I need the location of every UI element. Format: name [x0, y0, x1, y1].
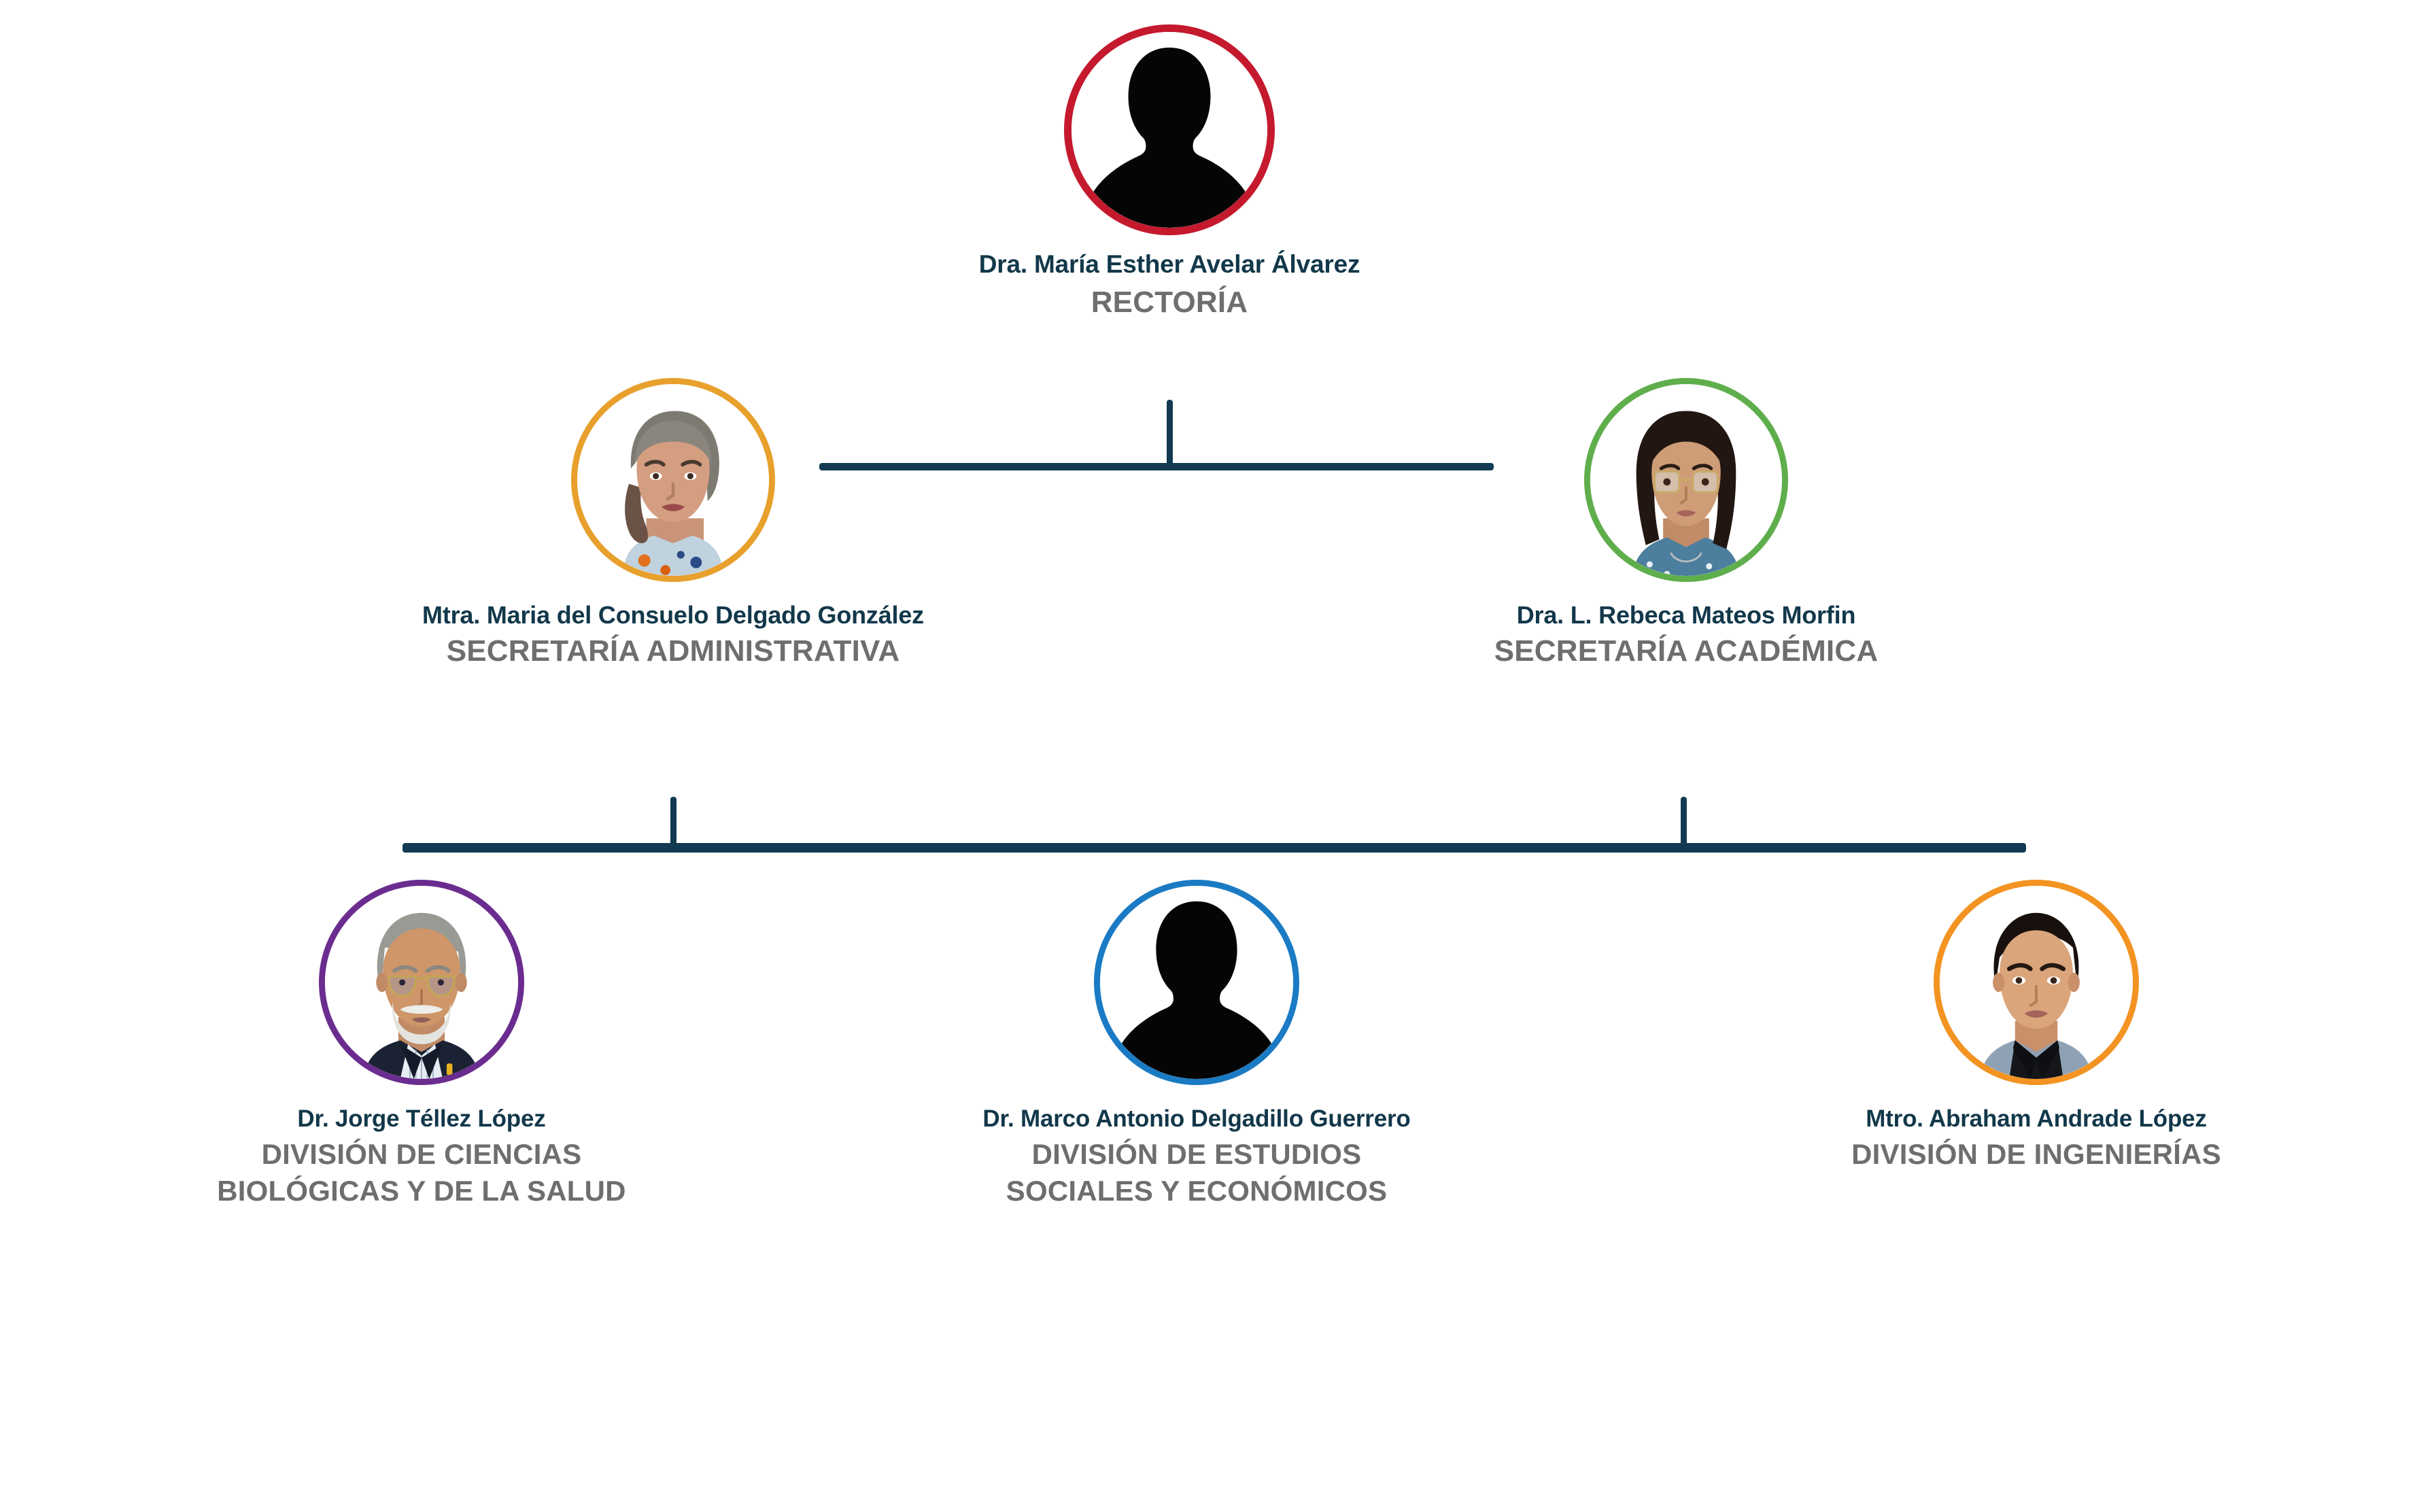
portrait-photo-consuelo-delgado: [577, 384, 769, 576]
avatar[interactable]: [1934, 880, 2139, 1085]
portrait-photo-jorge-tellez: [325, 886, 518, 1079]
person-name: Mtro. Abraham Andrade López: [1866, 1105, 2207, 1132]
avatar[interactable]: [1584, 378, 1788, 582]
avatar[interactable]: [1094, 880, 1299, 1085]
person-name: Dr. Marco Antonio Delgadillo Guerrero: [982, 1105, 1411, 1132]
avatar[interactable]: [571, 378, 775, 582]
connector-academica-riser: [1681, 797, 1687, 850]
person-role-line2: SOCIALES Y ECONÓMICOS: [1006, 1174, 1388, 1207]
silhouette-avatar-icon: [1100, 886, 1293, 1079]
org-node-division-estudios-sociales-economicos[interactable]: Dr. Marco Antonio Delgadillo Guerrero DI…: [789, 880, 1605, 1207]
portrait-photo-rebeca-mateos: [1590, 384, 1782, 576]
person-role-line1: DIVISIÓN DE ESTUDIOS: [1031, 1137, 1362, 1170]
connector-rectoria-vertical: [1167, 400, 1173, 469]
person-role-line1: DIVISIÓN DE CIENCIAS: [261, 1137, 582, 1170]
connector-admin-riser: [670, 797, 676, 850]
org-node-rectoria[interactable]: Dra. María Esther Avelar Álvarez RECTORÍ…: [761, 24, 1577, 319]
person-name: Dra. María Esther Avelar Álvarez: [978, 250, 1360, 278]
person-role-line1: DIVISIÓN DE INGENIERÍAS: [1851, 1137, 2221, 1170]
person-name: Dr. Jorge Téllez López: [297, 1105, 546, 1132]
person-name: Dra. L. Rebeca Mateos Morfin: [1516, 601, 1856, 629]
org-node-secretaria-academica[interactable]: Dra. L. Rebeca Mateos Morfin SECRETARÍA …: [1265, 378, 2108, 668]
org-node-division-ingenierias[interactable]: Mtro. Abraham Andrade López DIVISIÓN DE …: [1628, 880, 2434, 1170]
person-role: RECTORÍA: [1091, 285, 1248, 319]
person-role: SECRETARÍA ADMINISTRATIVA: [446, 634, 900, 668]
person-role-line2: BIOLÓGICAS Y DE LA SALUD: [217, 1174, 626, 1207]
person-role: SECRETARÍA ACADÉMICA: [1494, 634, 1879, 668]
avatar[interactable]: [1064, 24, 1275, 235]
person-name: Mtra. Maria del Consuelo Delgado Gonzále…: [422, 601, 924, 629]
avatar[interactable]: [319, 880, 524, 1085]
org-node-secretaria-administrativa[interactable]: Mtra. Maria del Consuelo Delgado Gonzále…: [252, 378, 1095, 668]
silhouette-avatar-icon: [1072, 32, 1267, 228]
connector-level2-horizontal: [819, 463, 1494, 470]
org-node-division-ciencias-biologicas-salud[interactable]: Dr. Jorge Téllez López DIVISIÓN DE CIENC…: [14, 880, 829, 1207]
connector-level3-horizontal: [402, 843, 2026, 853]
portrait-photo-abraham-andrade: [1940, 886, 2133, 1079]
